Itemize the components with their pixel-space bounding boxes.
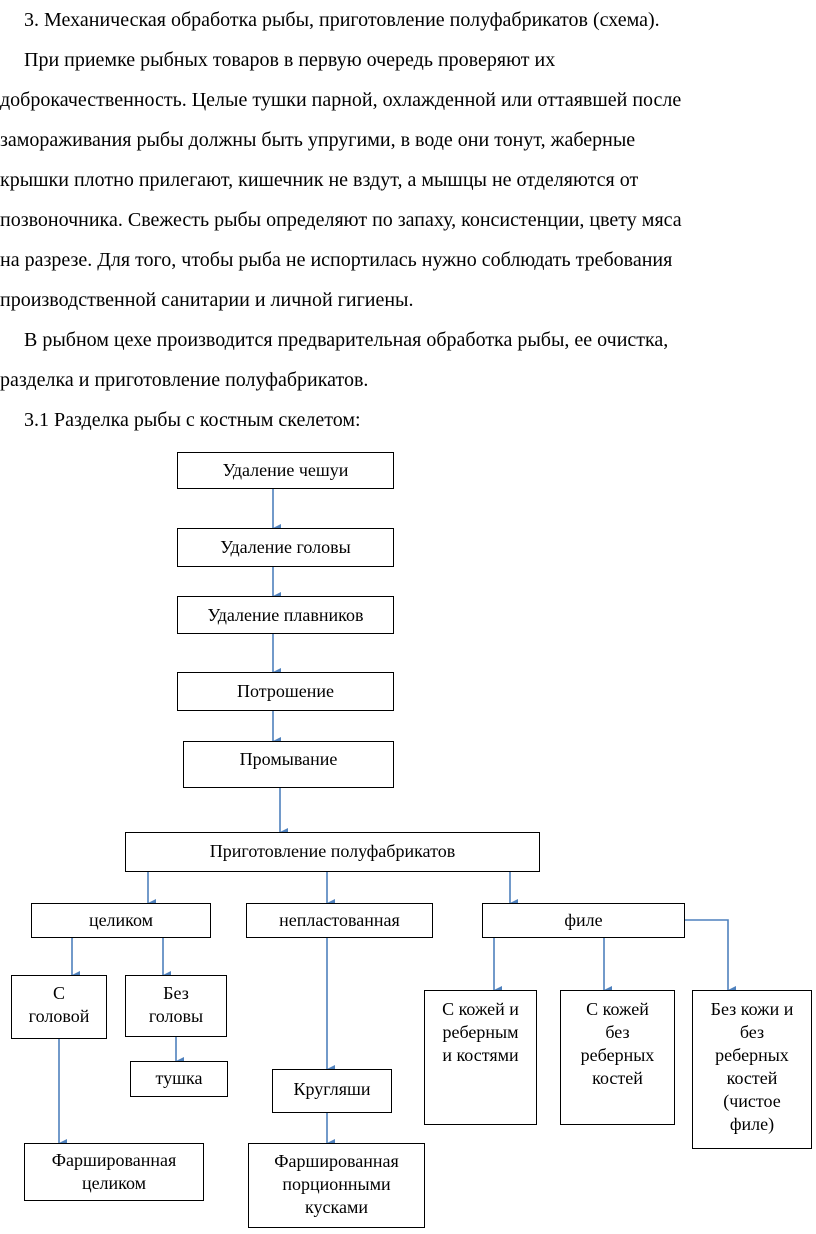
step-remove-head: Удаление головы [177, 528, 394, 567]
paragraph-line: позвоночника. Свежесть рыбы определяют п… [0, 209, 682, 231]
step-remove-fins: Удаление плавников [177, 596, 394, 634]
leaf-clean-fillet: Без кожи и без реберных костей (чистое ф… [692, 990, 812, 1149]
paragraph-line: доброкачественность. Целые тушки парной,… [0, 89, 682, 111]
leaf-with-head: С головой [11, 975, 107, 1039]
paragraph-line: производственной санитарии и личной гиги… [0, 289, 414, 311]
leaf-carcass: тушка [130, 1061, 228, 1097]
step-washing: Промывание [183, 741, 394, 788]
leaf-skin-with-ribs: С кожей и реберным и костями [424, 990, 537, 1125]
leaf-skin-no-ribs: С кожей без реберных костей [560, 990, 675, 1125]
paragraph-line: При приемке рыбных товаров в первую очер… [24, 49, 556, 71]
paragraph-line: на разрезе. Для того, чтобы рыба не испо… [0, 249, 673, 271]
leaf-stuffed-portions: Фаршированная порционными кусками [248, 1143, 425, 1228]
paragraph-line: крышки плотно прилегают, кишечник не взд… [0, 169, 639, 191]
subsection-heading: 3.1 Разделка рыбы с костным скелетом: [24, 409, 361, 431]
step-semi-finished: Приготовление полуфабрикатов [125, 832, 540, 872]
paragraph-line: разделка и приготовление полуфабрикатов. [0, 369, 369, 391]
leaf-no-head: Без головы [125, 975, 227, 1037]
step-gutting: Потрошение [177, 672, 394, 711]
branch-whole: целиком [31, 903, 211, 938]
paragraph-line: В рыбном цехе производится предварительн… [24, 329, 669, 351]
arrow-connector [685, 919, 736, 994]
branch-fillet: филе [482, 903, 685, 938]
section-heading: 3. Механическая обработка рыбы, приготов… [24, 9, 660, 31]
step-remove-scales: Удаление чешуи [177, 452, 394, 489]
leaf-stuffed-whole: Фаршированная целиком [24, 1143, 204, 1201]
paragraph-line: замораживания рыбы должны быть упругими,… [0, 129, 636, 151]
branch-unfilleted: непластованная [246, 903, 433, 938]
leaf-rounds: Кругляши [272, 1069, 392, 1113]
